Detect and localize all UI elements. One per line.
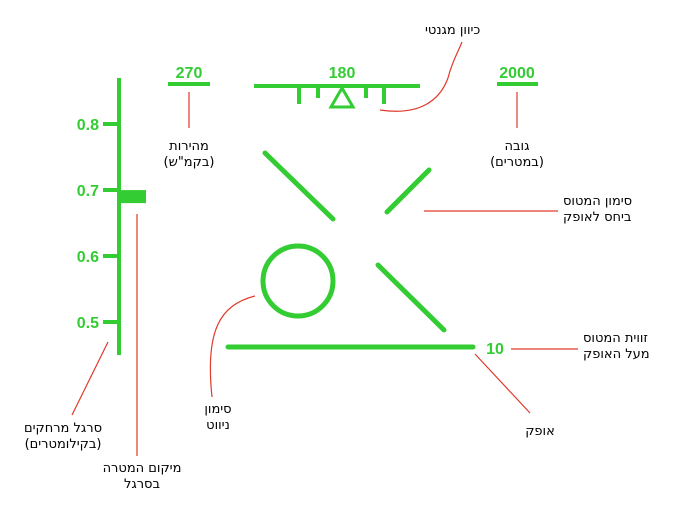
label-speed: מהירות bbox=[169, 139, 209, 154]
range-tick-label: 0.7 bbox=[77, 183, 99, 200]
label-target-position-2: בסרגל bbox=[124, 477, 160, 492]
heading-pointer-icon bbox=[328, 85, 356, 109]
altitude-value: 2000 bbox=[499, 65, 535, 82]
speed-value: 270 bbox=[176, 65, 203, 82]
labels: כיוון מגנטי מהירות (בקמ"ש) גובה (במטרים)… bbox=[24, 23, 650, 492]
label-horizon: אופק bbox=[525, 424, 555, 439]
label-range-bar: סרגל מרחקים bbox=[24, 421, 102, 436]
label-target-position: מיקום המטרה bbox=[103, 461, 182, 476]
range-scale bbox=[103, 78, 121, 355]
label-pitch-2: מעל האופק bbox=[583, 347, 650, 362]
range-tick-label: 0.6 bbox=[77, 249, 99, 266]
heading-tape bbox=[254, 84, 420, 109]
callout-range-bar bbox=[71, 341, 109, 416]
label-speed-unit: (בקמ"ש) bbox=[164, 155, 215, 170]
label-altitude-unit: (במטרים) bbox=[490, 155, 544, 170]
callout-horizon bbox=[474, 353, 531, 414]
label-attitude: סימון המטוס bbox=[563, 194, 632, 209]
target-range-marker bbox=[119, 190, 146, 204]
heading-value: 180 bbox=[329, 65, 356, 82]
pitch-value: 10 bbox=[486, 341, 504, 358]
label-pitch: זווית המטוס bbox=[583, 331, 648, 346]
attitude-stroke bbox=[384, 167, 432, 215]
range-tick-label: 0.8 bbox=[77, 117, 99, 134]
label-navigation-2: ניווט bbox=[206, 418, 230, 433]
label-attitude-2: ביחס לאופק bbox=[563, 210, 631, 225]
label-range-bar-unit: (בקילומטרים) bbox=[25, 437, 102, 452]
callout-lines bbox=[71, 41, 578, 456]
range-tick-label: 0.5 bbox=[77, 315, 99, 332]
label-altitude: גובה bbox=[505, 139, 530, 154]
navigation-circle bbox=[260, 243, 336, 319]
aircraft-attitude-symbol bbox=[262, 150, 447, 333]
attitude-stroke bbox=[262, 150, 336, 222]
callout-magnetic-heading bbox=[379, 41, 463, 112]
label-magnetic-heading: כיוון מגנטי bbox=[425, 23, 480, 38]
label-navigation: סימון bbox=[204, 402, 231, 417]
attitude-stroke bbox=[375, 262, 447, 333]
callout-navigation bbox=[209, 295, 256, 398]
